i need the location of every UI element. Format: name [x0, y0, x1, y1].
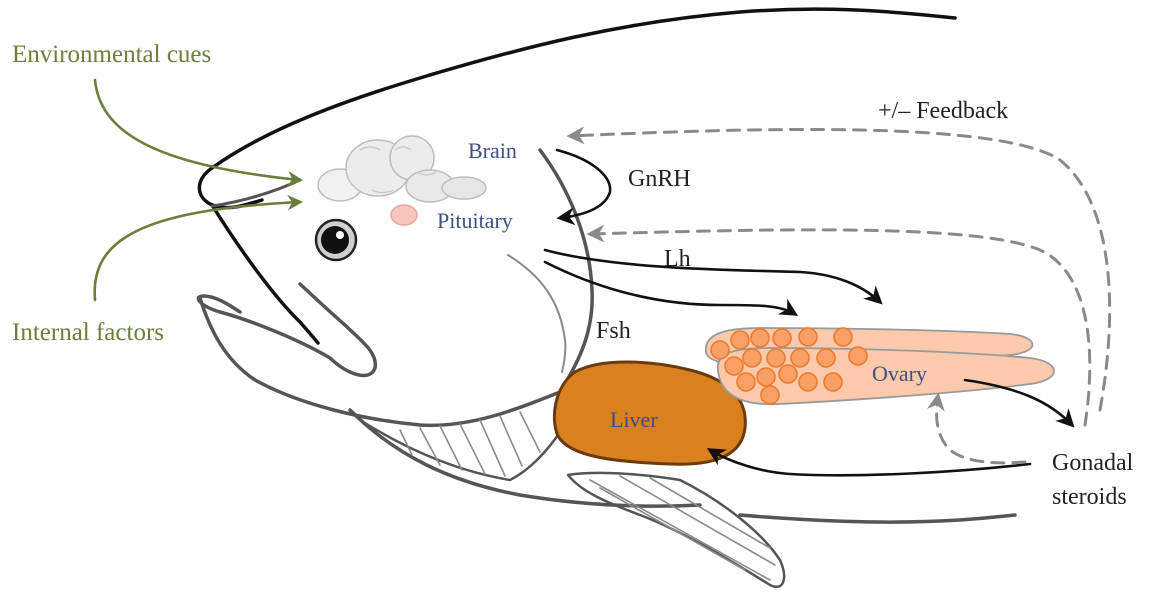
- brain-illustration: [318, 136, 486, 202]
- label-brain: Brain: [468, 138, 517, 163]
- fish-outline: [199, 9, 955, 343]
- label-gonadal: Gonadal: [1052, 450, 1134, 476]
- environmental-cues-arrow: [95, 80, 300, 180]
- fish-jaw: [198, 284, 560, 425]
- label-steroids: steroids: [1052, 484, 1127, 510]
- lh-arrow: [545, 250, 880, 302]
- operculum: [508, 150, 592, 392]
- label-gnrh: GnRH: [628, 166, 691, 192]
- label-liver: Liver: [610, 407, 658, 432]
- gnrh-arrow: [557, 150, 610, 218]
- label-feedback: +/– Feedback: [878, 98, 1008, 124]
- label-internal-factors: Internal factors: [12, 319, 164, 346]
- label-fsh: Fsh: [596, 318, 631, 344]
- pituitary-gland: [391, 205, 417, 225]
- label-ovary: Ovary: [872, 361, 927, 386]
- label-pituitary: Pituitary: [437, 208, 513, 233]
- label-lh: Lh: [664, 246, 691, 272]
- eye: [316, 220, 356, 260]
- feedback-arrow-to-ovary: [937, 396, 1025, 463]
- pelvic-fin: [568, 473, 784, 587]
- label-environmental-cues: Environmental cues: [12, 41, 211, 68]
